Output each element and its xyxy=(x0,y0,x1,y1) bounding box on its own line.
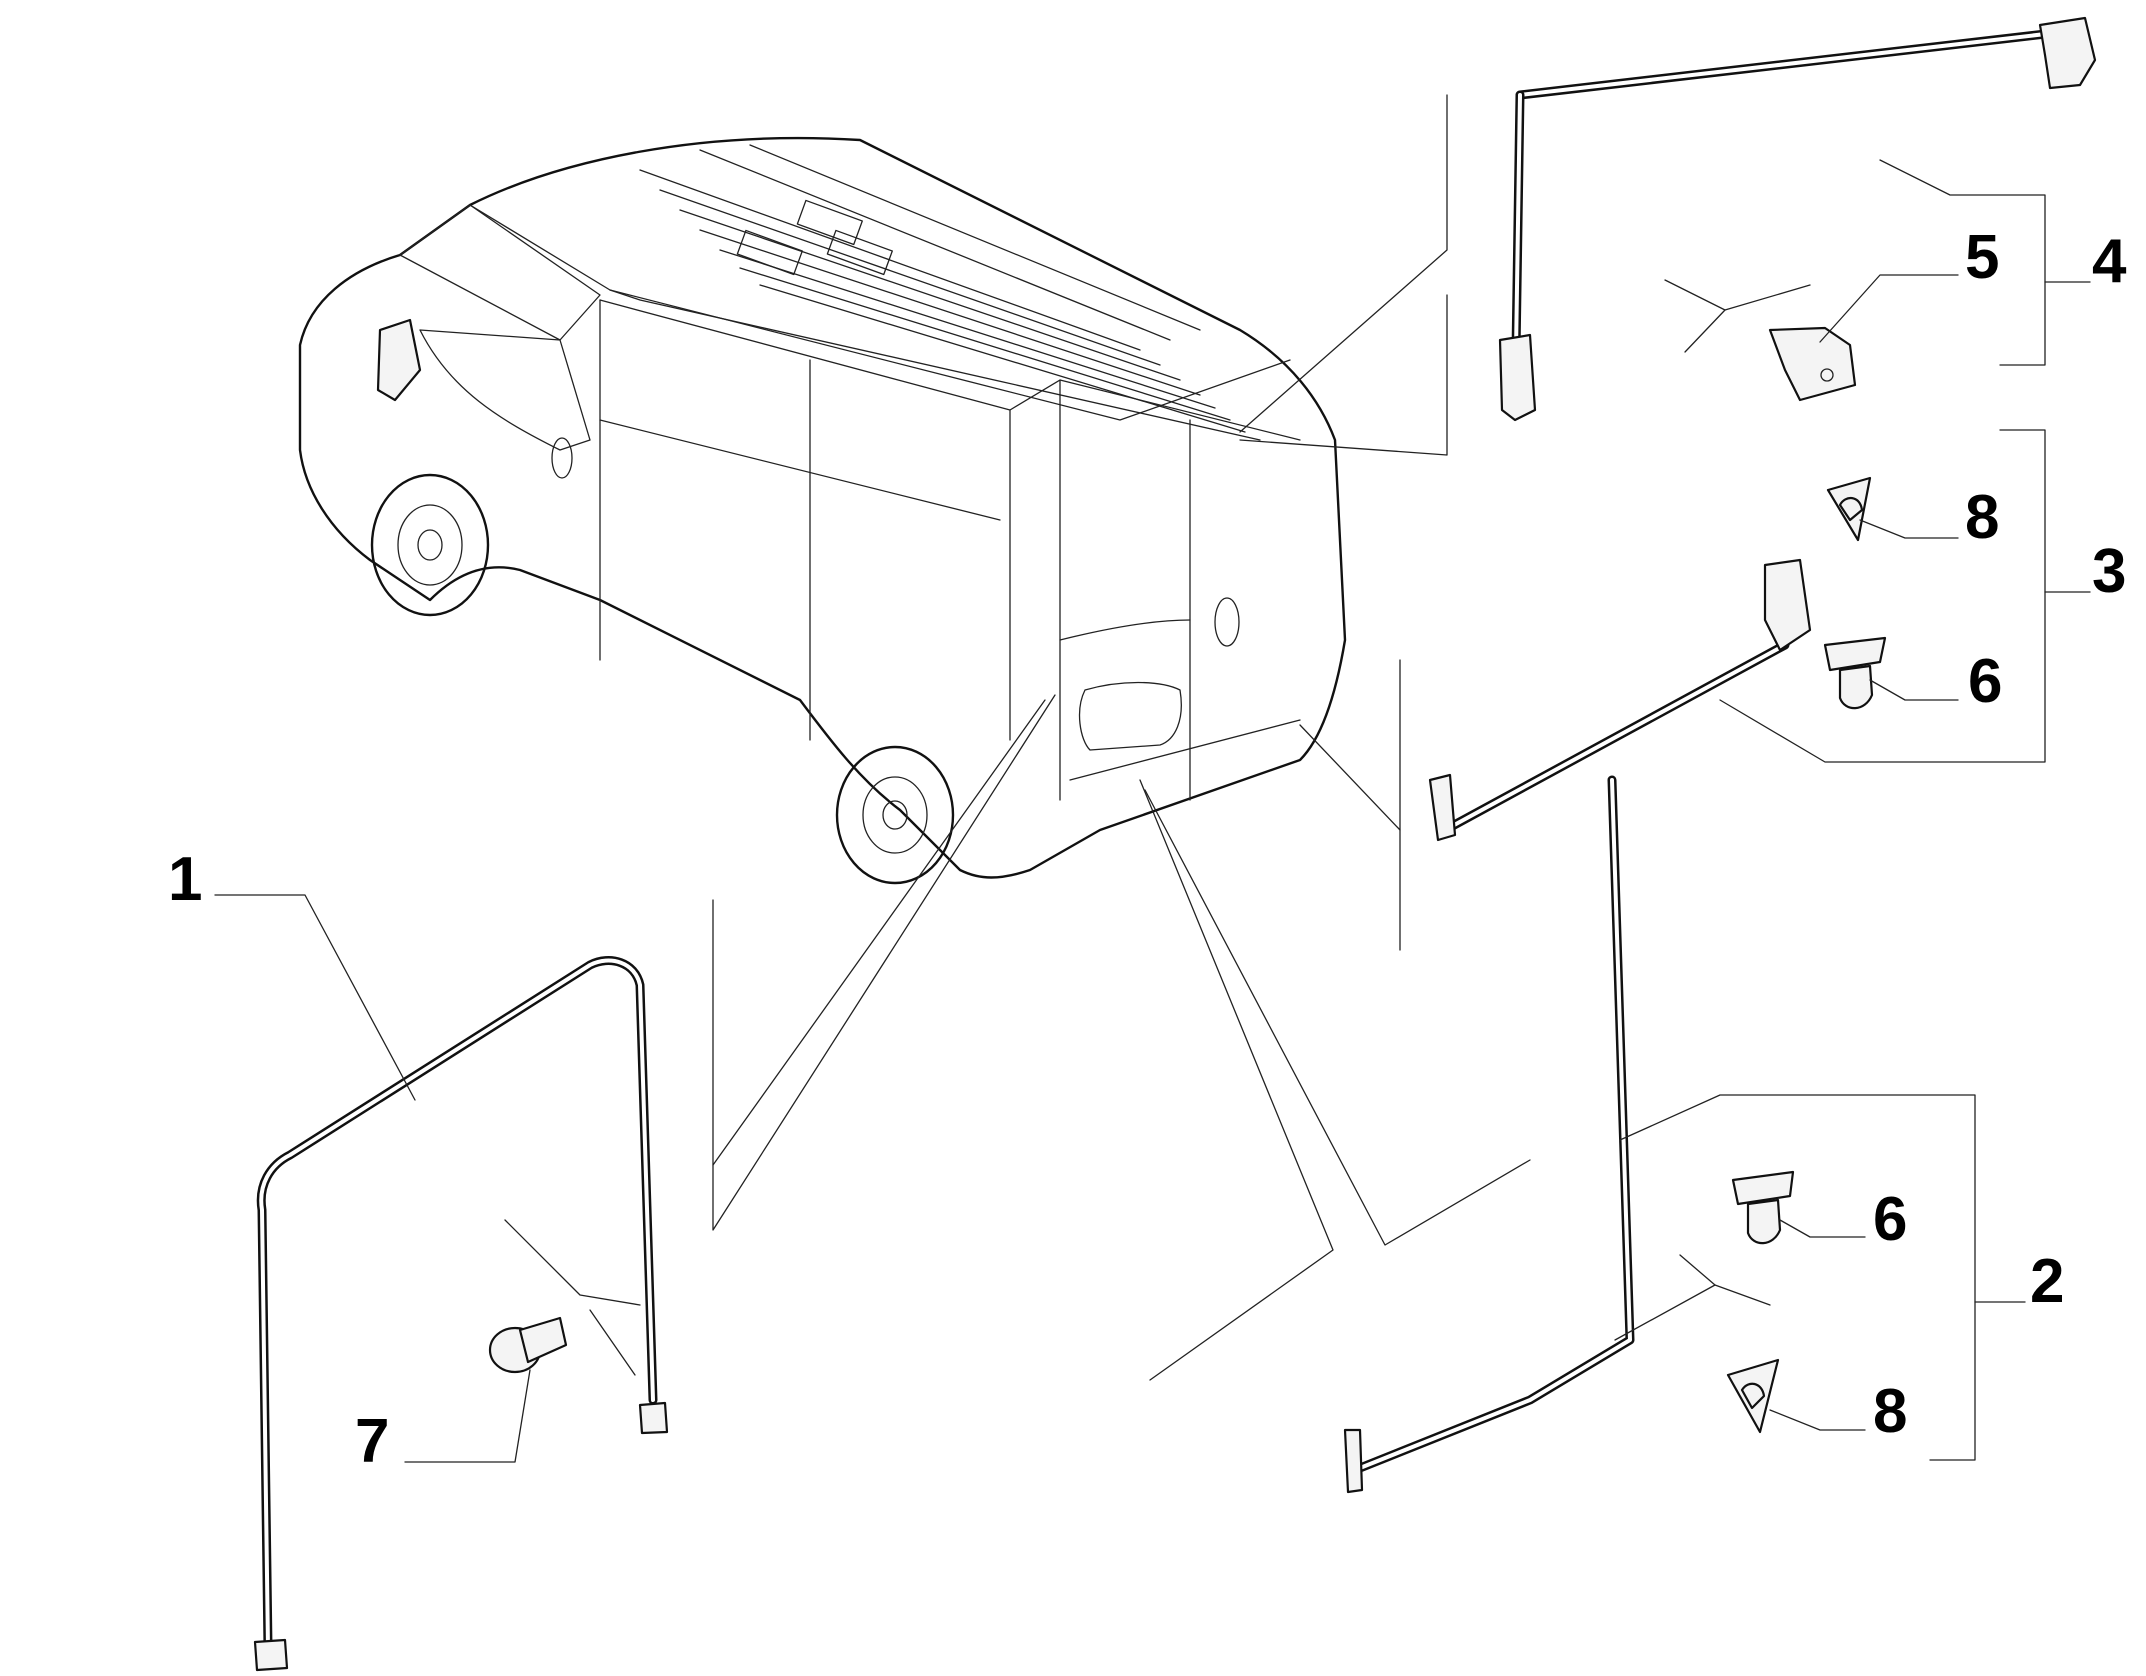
callout-6-upper: 6 xyxy=(1968,647,2002,716)
callout-6-lower: 6 xyxy=(1873,1185,1907,1254)
part-5-clip xyxy=(1768,326,1857,402)
callout-3: 3 xyxy=(2092,537,2126,606)
callout-2: 2 xyxy=(2030,1247,2064,1316)
part-6-fastener-lower xyxy=(1731,1170,1795,1245)
callout-8-lower: 8 xyxy=(1873,1377,1907,1446)
callout-5: 5 xyxy=(1965,223,1999,292)
callout-leaders xyxy=(214,159,2091,1463)
part-8-fastener-upper xyxy=(1826,476,1872,542)
part-8-fastener-lower xyxy=(1726,1358,1780,1434)
callout-4: 4 xyxy=(2092,227,2127,296)
part-1-door-seal xyxy=(253,956,669,1672)
callout-7: 7 xyxy=(355,1407,389,1476)
roof-ribs xyxy=(639,144,1246,433)
part-2-rear-seal xyxy=(1343,775,1635,1494)
van-illustration xyxy=(298,136,1347,885)
callout-8-upper: 8 xyxy=(1965,483,1999,552)
callout-labels: 1 2 3 4 5 6 6 7 8 8 xyxy=(168,223,2127,1476)
part-6-fastener-upper xyxy=(1823,636,1887,710)
callout-1: 1 xyxy=(168,845,202,914)
part-3-middle-seal xyxy=(1428,558,1812,842)
part-4-upper-seal xyxy=(1498,16,2097,422)
part-7-push-clip xyxy=(488,1316,568,1374)
explosion-lines xyxy=(712,94,1531,1381)
